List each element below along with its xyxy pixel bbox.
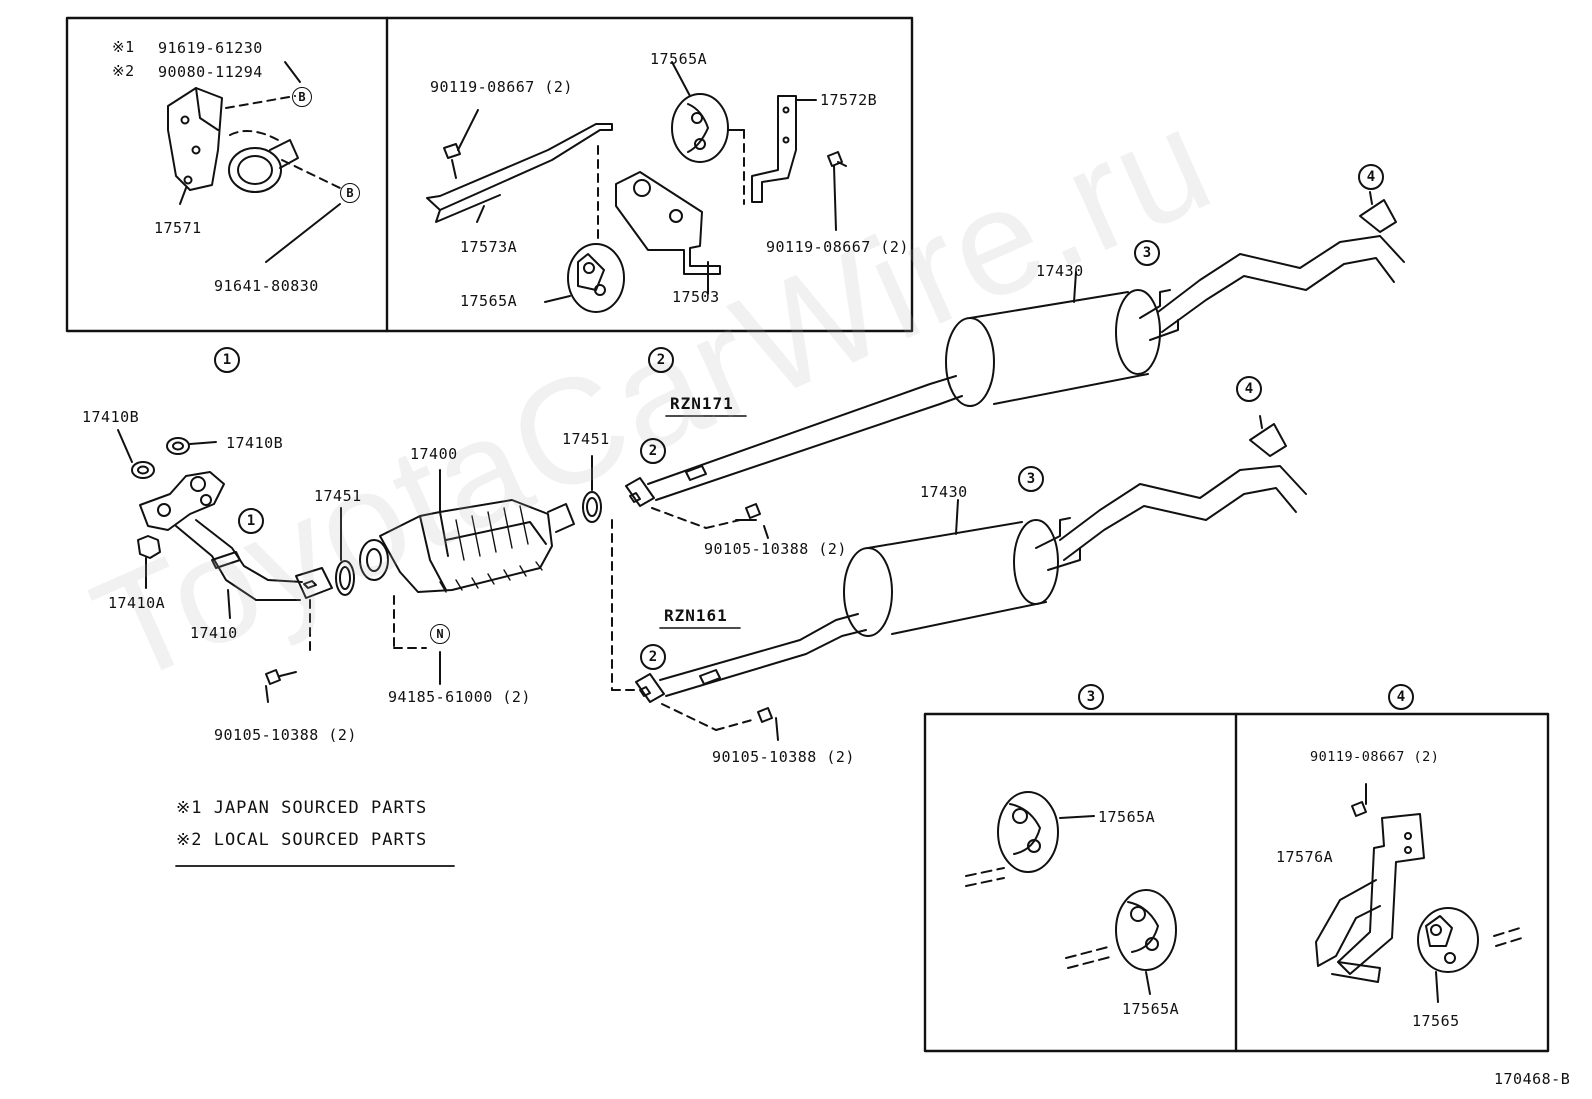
inset2-bolt-a: 90119-08667 (2)	[430, 78, 573, 96]
front-pipe-17410: 17410	[190, 624, 238, 642]
model-rzn161: RZN161	[664, 606, 728, 625]
ref2-rzn171: 2	[640, 438, 666, 464]
gasket-17451-left: 17451	[314, 487, 362, 505]
b-marker-top: B	[292, 87, 312, 107]
tail-17430-b: 17430	[920, 483, 968, 501]
ref3-rzn171: 3	[1134, 240, 1160, 266]
gasket-17451-right: 17451	[562, 430, 610, 448]
inset2-bracket-17572b: 17572B	[820, 91, 878, 109]
ref4-rzn171: 4	[1358, 164, 1384, 190]
inset1-part-91641: 91641-80830	[214, 277, 319, 295]
front-pipe-ref: 1	[238, 508, 264, 534]
inset-frames	[65, 16, 1550, 1053]
inset1-drawing	[167, 61, 341, 263]
tail-17430-a: 17430	[1036, 262, 1084, 280]
inset1-part-90080: 90080-11294	[158, 63, 263, 81]
inset3-drawing	[965, 791, 1177, 995]
bolt-rzn161: 90105-10388 (2)	[712, 748, 855, 766]
figure-id: 170468-B	[1494, 1070, 1571, 1088]
inset1-ref: 1	[214, 347, 240, 373]
rzn161-drawing	[635, 415, 1307, 741]
inset3-hanger-a: 17565A	[1098, 808, 1156, 826]
nut-17410a: 17410A	[108, 594, 166, 612]
inset2-drawing	[426, 61, 847, 313]
note-japan-sourced: ※1 JAPAN SOURCED PARTS	[176, 798, 428, 818]
inset4-drawing	[1315, 783, 1523, 1003]
ref4-rzn161: 4	[1236, 376, 1262, 402]
n-marker: N	[430, 624, 450, 644]
inset2-ref: 2	[648, 347, 674, 373]
inset3-ref: 3	[1078, 684, 1104, 710]
gasket-17410b-left: 17410B	[82, 408, 140, 426]
inset2-bolt-b: 90119-08667 (2)	[766, 238, 909, 256]
inset2-hanger-bottom: 17565A	[460, 292, 518, 310]
front-bolt: 90105-10388 (2)	[214, 726, 357, 744]
inset2-bracket-17503: 17503	[672, 288, 720, 306]
inset4-bracket-17576a: 17576A	[1276, 848, 1334, 866]
inset2-hanger-top: 17565A	[650, 50, 708, 68]
inset1-part-17571: 17571	[154, 219, 202, 237]
model-rzn171: RZN171	[670, 394, 734, 413]
inset4-ref: 4	[1388, 684, 1414, 710]
note-local-sourced: ※2 LOCAL SOURCED PARTS	[176, 830, 428, 850]
front-section-drawing	[117, 429, 602, 703]
converter-bolt: 94185-61000 (2)	[388, 688, 531, 706]
inset2-bracket-17573a: 17573A	[460, 238, 518, 256]
ref3-rzn161: 3	[1018, 466, 1044, 492]
gasket-17410b-right: 17410B	[226, 434, 284, 452]
inset4-hanger-17565: 17565	[1412, 1012, 1460, 1030]
note2-marker: ※2	[112, 62, 135, 80]
inset3-hanger-b: 17565A	[1122, 1000, 1180, 1018]
converter-17400: 17400	[410, 445, 458, 463]
inset1-part-91619: 91619-61230	[158, 39, 263, 57]
bolt-rzn171: 90105-10388 (2)	[704, 540, 847, 558]
ref2-rzn161: 2	[640, 644, 666, 670]
inset4-bolt: 90119-08667 (2)	[1310, 749, 1440, 765]
b-marker-bottom: B	[340, 183, 360, 203]
rzn171-drawing	[611, 191, 1405, 691]
note1-marker: ※1	[112, 38, 135, 56]
